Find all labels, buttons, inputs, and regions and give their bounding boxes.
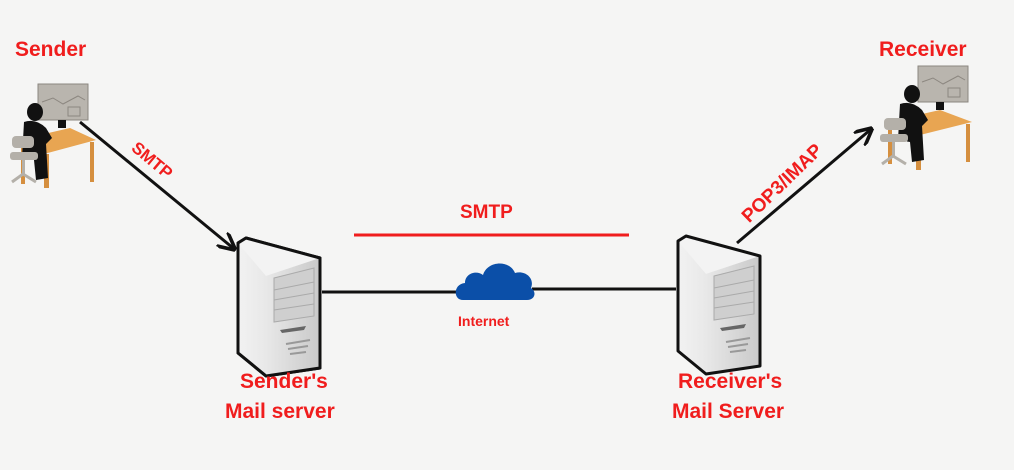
smtp-label-middle: SMTP [460, 202, 513, 223]
edge-sender-to-server [79, 120, 233, 248]
internet-label: Internet [458, 313, 510, 329]
sender-server-label-line1: Sender's [240, 370, 328, 393]
cloud-icon [455, 263, 535, 300]
receiver-server-label-line2: Mail Server [672, 400, 785, 423]
edge-server-to-receiver [736, 130, 870, 245]
receiver-label: Receiver [879, 38, 967, 61]
receiver-server-icon [676, 234, 762, 376]
receiver-person-icon [880, 65, 972, 170]
sender-person-icon [10, 83, 96, 188]
sender-label: Sender [15, 38, 87, 61]
sender-server-icon [236, 236, 322, 378]
sender-server-label-line2: Mail server [225, 400, 335, 423]
receiver-server-label-line1: Receiver's [678, 370, 783, 393]
